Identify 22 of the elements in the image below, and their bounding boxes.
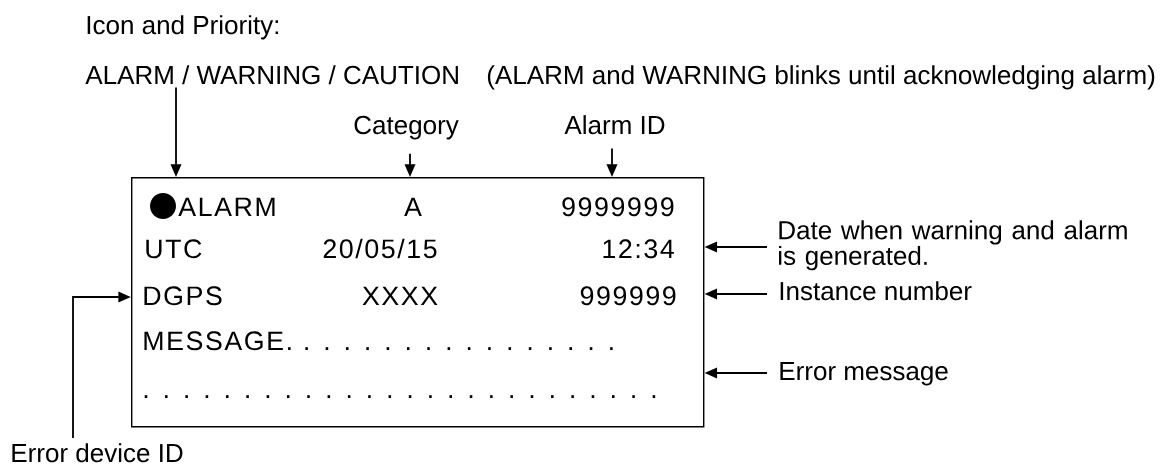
note-text: (ALARM and WARNING blinks until acknowledging alarm) <box>487 65 1155 90</box>
callout-text: ALARM / WARNING / CAUTION <box>85 65 458 85</box>
display-text: XXXX <box>362 286 438 305</box>
display-text: . . . . . . . . . . . . . . . . . . . . . . . . . . <box>144 395 656 398</box>
display-text: ALARM <box>178 197 275 216</box>
display-text: A <box>404 197 422 216</box>
display-screen <box>131 177 705 428</box>
display-text: MESSAGE. . . . . . . . . . . . . . . . . <box>144 331 613 351</box>
callout-text: Alarm ID <box>564 115 665 135</box>
display-text: 20/05/15 <box>323 238 437 259</box>
display-text: 12:34 <box>603 239 674 259</box>
callout-text: Category <box>354 115 459 140</box>
display-text: 999999 <box>580 286 676 306</box>
status-dot <box>150 193 176 219</box>
callout-text: Error message <box>780 362 948 386</box>
display-text: UTC <box>146 239 202 259</box>
display-text: DGPS <box>144 286 222 306</box>
callout-text: Instance number <box>780 281 972 301</box>
callout-text: Date when warning and alarm is generated. <box>779 220 1127 271</box>
note-text: Icon and Priority: <box>87 15 278 40</box>
display-text: 9999999 <box>562 197 674 217</box>
callout-text: Error device ID <box>12 443 183 463</box>
